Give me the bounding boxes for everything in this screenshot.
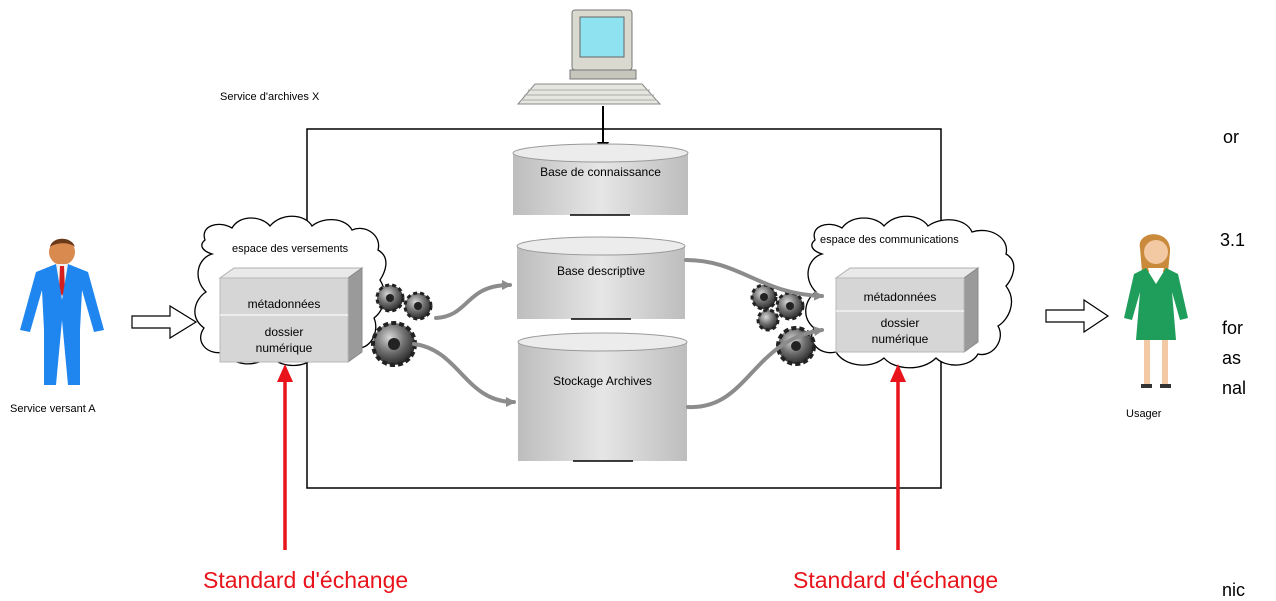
deposit-package-box <box>218 267 364 363</box>
gears-left-icon <box>371 283 433 367</box>
communication-package-box <box>834 267 980 353</box>
depositor-label: Service versant A <box>10 403 96 415</box>
archive-service-label: Service d'archives X <box>220 91 320 103</box>
background-text-fragment: or <box>1223 127 1240 147</box>
communication-folder-label-line1: dossier <box>880 316 920 330</box>
deposit-arrow-icon <box>131 304 198 340</box>
descriptive-base-cylinder <box>516 236 686 320</box>
deposit-space-title: espace des versements <box>232 243 349 255</box>
deposit-folder-label-line2: numérique <box>255 341 313 355</box>
background-text-fragment: as <box>1222 348 1242 368</box>
background-text-fragment: 3.1 <box>1220 230 1246 250</box>
gears-right-icon <box>750 283 816 366</box>
background-text-fragment: nal <box>1222 378 1247 398</box>
deposit-folder-label-line1: dossier <box>264 325 304 339</box>
user-person-icon <box>1124 234 1188 388</box>
background-text-fragment: for <box>1222 318 1244 338</box>
descriptive-base-label: Base descriptive <box>556 264 646 278</box>
delivery-arrow-icon <box>1045 298 1110 334</box>
archive-storage-label: Stockage Archives <box>553 374 652 388</box>
deposit-metadata-label: métadonnées <box>247 297 321 311</box>
knowledge-base-cylinder <box>512 143 689 216</box>
exchange-standard-label-right: Standard d'échange <box>793 567 999 593</box>
data-flow-arrows <box>412 258 824 410</box>
computer-terminal-icon <box>516 9 662 105</box>
knowledge-base-label: Base de connaissance <box>540 165 661 179</box>
background-text-fragment: nic <box>1222 580 1246 600</box>
user-label: Usager <box>1126 408 1162 420</box>
depositor-person-icon <box>20 238 104 385</box>
archive-storage-cylinder <box>517 332 688 462</box>
exchange-standard-arrows <box>277 364 906 550</box>
communication-metadata-label: métadonnées <box>863 290 937 304</box>
communication-folder-label-line2: numérique <box>871 332 929 346</box>
exchange-standard-label-left: Standard d'échange <box>203 567 409 593</box>
communication-space-title: espace des communications <box>820 234 959 246</box>
